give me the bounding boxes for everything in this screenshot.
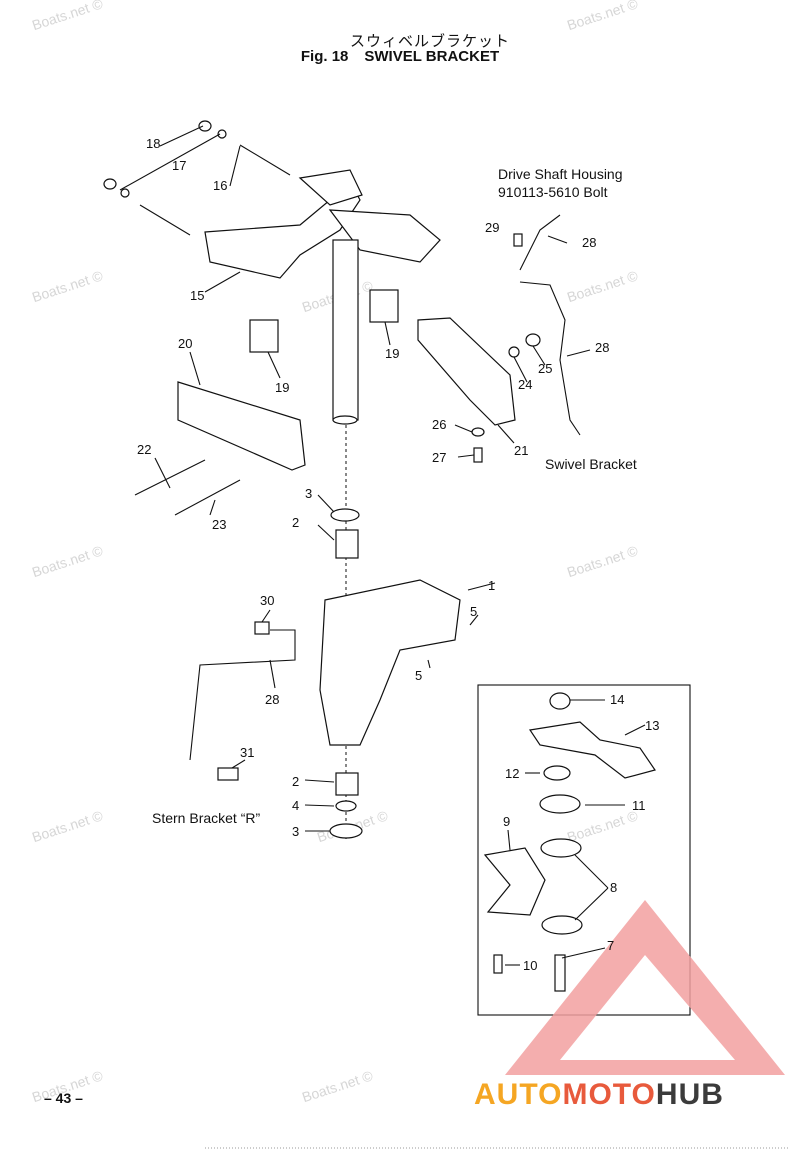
logo-part-moto: MOTO	[562, 1078, 656, 1111]
nut-25	[525, 333, 541, 347]
bracket-9	[483, 847, 546, 916]
callout-28: 28	[265, 692, 280, 707]
callout-25: 25	[538, 361, 553, 376]
washer-12	[543, 765, 571, 781]
callout-11: 11	[632, 798, 646, 813]
washer-3-lower	[329, 823, 363, 839]
bolt-23	[174, 479, 241, 516]
nut-14	[549, 692, 571, 710]
ground-lead-28-top	[519, 214, 561, 271]
liner-19-right	[369, 289, 399, 323]
callout-10: 10	[523, 958, 538, 973]
liner-19-left	[249, 319, 279, 353]
callout-20: 20	[178, 336, 193, 351]
ground-lead-28-left	[189, 629, 296, 761]
callout-22: 22	[137, 442, 152, 457]
steering-arm-part	[204, 169, 441, 279]
callout-1: 1	[488, 578, 496, 593]
callout-23: 23	[212, 517, 227, 532]
bolt-31	[217, 767, 239, 781]
washer-8-upper	[540, 838, 582, 858]
ground-lead-28-right	[519, 281, 581, 436]
logo-part-hub: HUB	[655, 1078, 724, 1111]
screw-7	[554, 954, 566, 992]
callout-4: 4	[292, 798, 300, 813]
callout-26: 26	[432, 417, 447, 432]
bolt-27	[473, 447, 483, 463]
page-title: SWIVEL BRACKET	[364, 48, 500, 65]
automotohub-logo-mark	[505, 900, 785, 1075]
callout-12: 12	[505, 766, 520, 781]
bolt-10	[493, 954, 503, 974]
plate-11	[539, 794, 581, 814]
callout-2: 2	[292, 515, 300, 530]
washer-26	[471, 427, 485, 437]
callout-3: 3	[305, 486, 313, 501]
callout-16: 16	[213, 178, 228, 193]
callout-3: 3	[292, 824, 300, 839]
callout-28: 28	[595, 340, 610, 355]
bushing-2-lower	[335, 772, 359, 796]
lever-13	[528, 721, 656, 779]
figure-number: Fig. 18	[300, 48, 349, 65]
bolt-29	[513, 233, 523, 247]
callout-2: 2	[292, 774, 300, 789]
plate-21	[417, 317, 516, 426]
callout-5: 5	[415, 668, 423, 683]
logo-part-auto: AUTO	[474, 1078, 563, 1111]
callout-31: 31	[240, 745, 255, 760]
callout-5: 5	[470, 604, 478, 619]
automotohub-logo: AUTOMOTOHUB	[474, 1078, 724, 1112]
page-number: – 43 –	[44, 1090, 83, 1106]
callout-29: 29	[485, 220, 500, 235]
callout-30: 30	[260, 593, 275, 608]
ring-4	[335, 800, 357, 812]
callout-18: 18	[146, 136, 161, 151]
washer-24	[508, 346, 520, 358]
washer-8-lower	[541, 915, 583, 935]
bushing-2-upper	[335, 529, 359, 559]
callout-19: 19	[275, 380, 290, 395]
callout-24: 24	[518, 377, 533, 392]
swivel-shaft	[332, 239, 359, 840]
callout-19: 19	[385, 346, 400, 361]
callout-8: 8	[610, 880, 618, 895]
swivel-bracket-1	[319, 579, 461, 746]
title-japanese: スウィベルブラケット	[349, 32, 510, 50]
bolts-16	[103, 120, 291, 236]
leader-lines	[119, 125, 646, 966]
cover-20	[177, 381, 306, 471]
callout-28: 28	[582, 235, 597, 250]
callout-14: 14	[610, 692, 625, 707]
label-bolt-ref: 910113-5610 Bolt	[498, 184, 608, 200]
label-drive-shaft-housing: Drive Shaft Housing	[498, 166, 623, 182]
callout-27: 27	[432, 450, 447, 465]
screw-30	[254, 621, 270, 635]
callout-9: 9	[503, 814, 511, 829]
washer-3-upper	[330, 508, 360, 522]
callout-17: 17	[172, 158, 187, 173]
callout-7: 7	[607, 938, 615, 953]
callout-13: 13	[645, 718, 660, 733]
callout-15: 15	[190, 288, 205, 303]
callout-21: 21	[514, 443, 529, 458]
bolt-22	[134, 459, 206, 496]
figure-title: Fig. 18 SWIVEL BRACKET	[0, 48, 800, 65]
label-stern-bracket: Stern Bracket “R”	[152, 810, 261, 826]
label-swivel-bracket: Swivel Bracket	[545, 456, 637, 472]
